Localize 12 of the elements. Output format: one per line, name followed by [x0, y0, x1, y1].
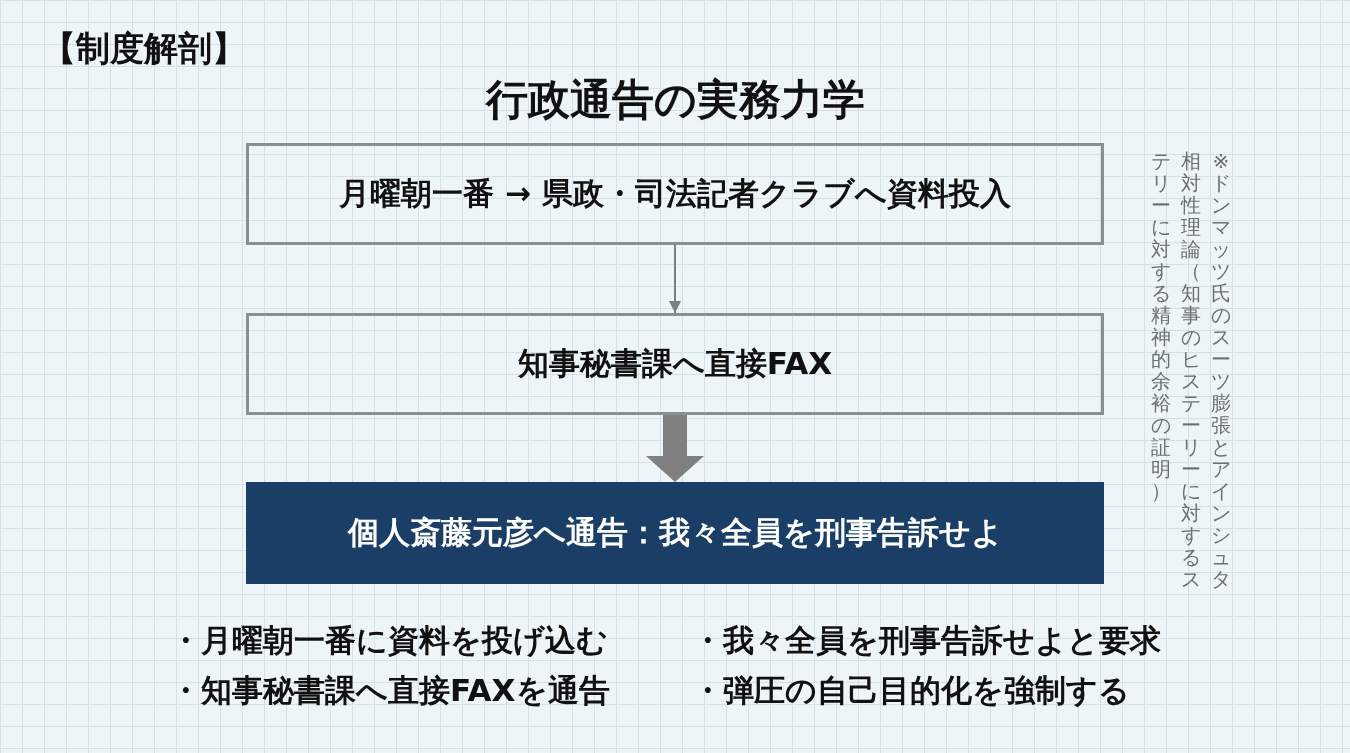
bullet-item: ・知事秘書課へ直接FAXを通告 — [170, 671, 610, 710]
bullet-item: ・我々全員を刑事告訴せよと要求 — [692, 621, 1161, 660]
process-box: 知事秘書課へ直接FAX — [246, 313, 1104, 415]
result-box: 個人斎藤元彦へ通告：我々全員を刑事告訴せよ — [246, 482, 1104, 584]
process-box: 月曜朝一番 → 県政・司法記者クラブへ資料投入 — [246, 143, 1104, 245]
bullet-item: ・月曜朝一番に資料を投げ込む — [170, 621, 608, 660]
title: 行政通告の実務力学 — [485, 74, 865, 126]
block-arrow — [646, 415, 704, 482]
arrow — [669, 244, 681, 314]
vertical-note: ※ドンマッツ氏のスーツ膨張とアインシュタ相対性理論（知事のヒステーリーに対するステリーに対する精神的余裕の証明） — [1150, 150, 1232, 590]
bullet-item: ・弾圧の自己目的化を強制する — [692, 671, 1130, 710]
section-heading: 【制度解剖】 — [42, 27, 246, 70]
